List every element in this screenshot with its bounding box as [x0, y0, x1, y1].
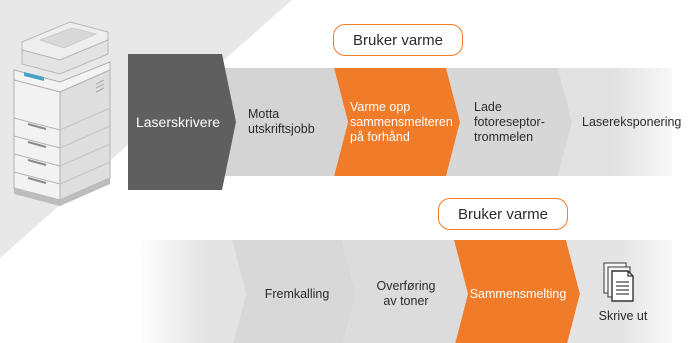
row2-step-3-shape	[454, 240, 580, 343]
row2-heat-callout: Bruker varme	[438, 198, 568, 230]
row1-step-2-shape	[222, 68, 348, 176]
step-fusing: Sammensmelting	[469, 286, 567, 301]
row2-step-1-shape	[232, 240, 356, 343]
laser-printer-icon	[13, 21, 111, 206]
row1-step-1-shape	[128, 54, 236, 190]
step-laser-printers: Laserskrivere	[135, 113, 221, 130]
document-stack-icon	[603, 262, 634, 302]
step-preheat-fuser: Varme opp sammensmelteren på forhånd	[350, 99, 453, 144]
step-receive-print-job: Motta utskriftsjobb	[248, 107, 315, 136]
step-development: Fremkalling	[264, 286, 330, 301]
step-laser-exposure: Lasereksponering	[582, 114, 682, 129]
step-toner-transfer: Overføring av toner	[376, 279, 436, 308]
row2-step-2-shape	[342, 240, 468, 343]
step-charge-photoreceptor-drum: Lade fotoreseptor- trommelen	[474, 99, 545, 144]
row1-step-4-shape	[446, 68, 572, 176]
row1-heat-callout: Bruker varme	[333, 24, 463, 56]
step-print-out: Skrive ut	[598, 308, 648, 323]
row1-step-3-shape	[334, 68, 460, 176]
